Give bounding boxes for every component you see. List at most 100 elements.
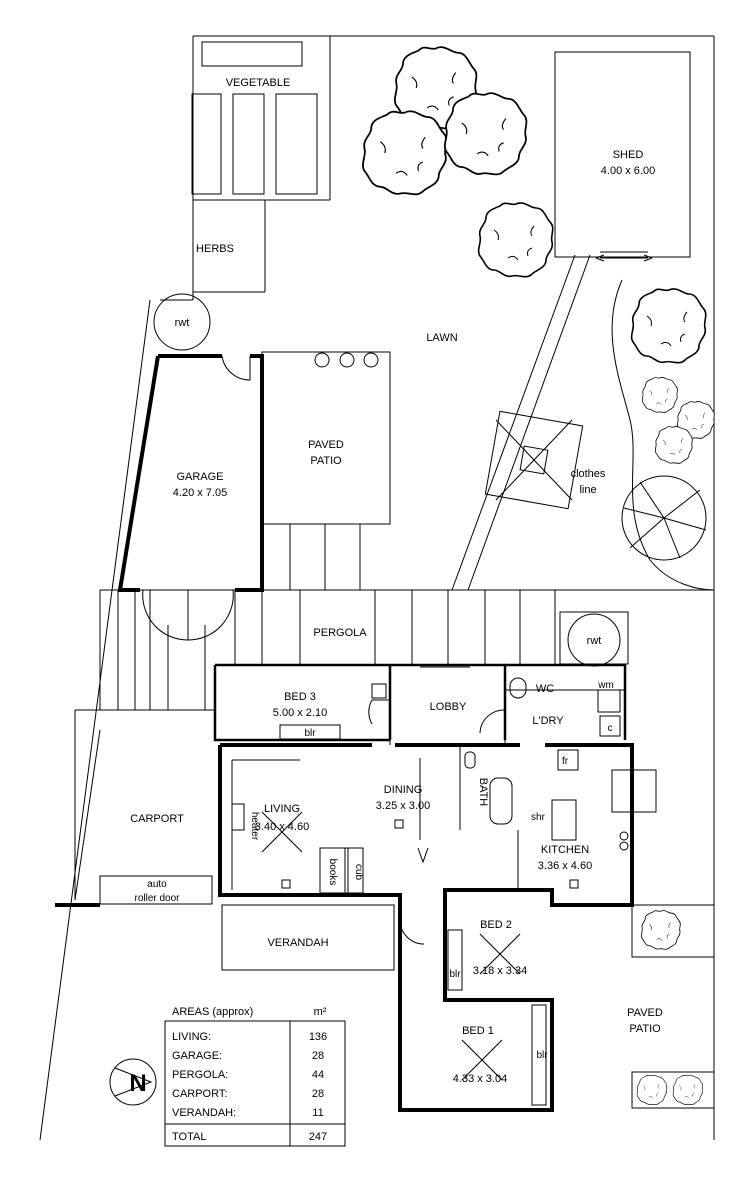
tree-icon	[640, 910, 681, 950]
paved-patio-bottom: PAVED PATIO	[627, 904, 715, 1109]
fridge-label: fr	[562, 756, 569, 767]
bed-3-label: BED 3	[284, 691, 316, 703]
areas-title: AREAS (approx)	[172, 1006, 253, 1018]
bed-1-robe: blr	[536, 1050, 548, 1061]
tree-icon	[477, 202, 554, 278]
herbs-label: HERBS	[196, 243, 234, 255]
bed-2-robe: blr	[449, 969, 461, 980]
tree-icon	[443, 92, 528, 176]
shower-label: shr	[531, 812, 546, 823]
tree-icon	[641, 376, 678, 413]
dining-dimensions: 3.25 x 3.00	[376, 800, 430, 812]
herbs-garden: HERBS	[193, 200, 266, 293]
verandah: VERANDAH	[221, 904, 425, 971]
auto-roller-door-label-2: roller door	[134, 893, 180, 904]
garden-paths	[451, 254, 591, 591]
rwt-right-label: rwt	[587, 635, 602, 647]
wc-laundry: WC wm L'DRY c	[509, 677, 621, 737]
garage-dimensions: 4.20 x 7.05	[173, 487, 227, 499]
door-swing-icon	[221, 355, 251, 381]
areas-total-label: TOTAL	[172, 1131, 206, 1143]
bed-2: BED 2 3.18 x 3.34 blr	[447, 919, 527, 991]
tree-icon	[362, 110, 448, 196]
kitchen-dimensions: 3.36 x 4.60	[538, 860, 592, 872]
areas-unit: m²	[314, 1006, 327, 1018]
light-point-icon	[261, 811, 303, 853]
areas-row-value: 11	[312, 1107, 323, 1119]
dining-label: DINING	[384, 784, 423, 796]
bed-3-dimensions: 5.00 x 2.10	[273, 707, 327, 719]
garage: GARAGE 4.20 x 7.05	[117, 354, 264, 641]
door-swing-icon	[142, 589, 234, 641]
shed: SHED 4.00 x 6.00	[554, 51, 691, 262]
living-dining: DINING 3.25 x 3.00 LIVING 3.40 x 4.60 he…	[231, 758, 430, 894]
auto-roller-door-label-1: auto	[147, 879, 167, 890]
carport: CARPORT auto roller door	[55, 710, 213, 907]
patio-top-label-2: PATIO	[310, 455, 342, 467]
paved-patio-top: PAVED PATIO	[261, 351, 391, 525]
kitchen: fr shr KITCHEN 3.36 x 4.60	[517, 749, 657, 890]
clothes-line-label-1: clothes	[571, 468, 606, 480]
fridge-icon	[557, 749, 579, 771]
bed-2-dimensions: 3.18 x 3.34	[473, 965, 527, 977]
rainwater-tank-right: rwt	[559, 611, 629, 667]
pergola: PERGOLA	[75, 523, 556, 711]
washing-machine-label: wm	[597, 680, 614, 691]
areas-row-label: GARAGE:	[172, 1050, 222, 1062]
door-swing-icon	[368, 699, 373, 725]
areas-row-value: 28	[312, 1088, 324, 1100]
books-label: books	[327, 859, 338, 886]
carport-label: CARPORT	[130, 813, 184, 825]
clothes-line: clothes line	[484, 410, 606, 510]
north-compass-icon: N	[109, 1058, 157, 1106]
wc-label: WC	[536, 683, 554, 695]
areas-table: AREAS (approx) m² LIVING: 136 GARAGE: 28…	[164, 1006, 346, 1147]
vegetable-garden: VEGETABLE	[191, 36, 331, 201]
bath-label: BATH	[477, 778, 489, 807]
tree-icon	[654, 426, 693, 464]
shrub-icon	[636, 1074, 668, 1106]
vegetable-label: VEGETABLE	[226, 77, 291, 89]
heater-label: heater	[249, 812, 260, 841]
door-swing-icon	[399, 919, 425, 945]
rwt-top-label: rwt	[175, 317, 190, 329]
lawn-label: LAWN	[426, 332, 457, 344]
cupboard-label: cub	[353, 864, 364, 881]
areas-row-label: PERGOLA:	[172, 1069, 228, 1081]
bathroom: BATH	[459, 745, 513, 830]
feature-plant	[621, 475, 707, 561]
door-swing-icon	[479, 709, 506, 734]
patio-bottom-label-2: PATIO	[629, 1023, 661, 1035]
patio-top-label-1: PAVED	[308, 439, 344, 451]
sliding-door-arrow-icon	[595, 254, 653, 262]
bathtub-icon	[489, 777, 513, 825]
bed-3-robe: blr	[304, 728, 316, 739]
bed-1: BED 1 4.33 x 3.04 blr	[453, 1004, 548, 1106]
bed-1-dimensions: 4.33 x 3.04	[453, 1073, 507, 1085]
garden-bed-edge	[611, 279, 715, 591]
living-label: LIVING	[264, 803, 300, 815]
bed-2-label: BED 2	[480, 919, 512, 931]
light-point-icon	[479, 933, 521, 975]
pergola-label: PERGOLA	[313, 627, 367, 639]
areas-row-value: 136	[309, 1031, 327, 1043]
lawn-trees	[362, 46, 715, 464]
tree-icon	[630, 287, 707, 364]
bed-3: BED 3 5.00 x 2.10 blr	[273, 683, 387, 740]
lobby-label: LOBBY	[430, 701, 467, 713]
garage-label: GARAGE	[176, 471, 223, 483]
bed-1-label: BED 1	[462, 1025, 494, 1037]
areas-row-label: CARPORT:	[172, 1088, 227, 1100]
toilet-icon	[509, 677, 527, 699]
verandah-label: VERANDAH	[267, 937, 328, 949]
areas-row-value: 44	[312, 1069, 324, 1081]
areas-total-value: 247	[309, 1131, 327, 1143]
clothes-line-label-2: line	[579, 484, 596, 496]
shrub-icon	[672, 1074, 704, 1106]
light-point-icon	[461, 1039, 503, 1081]
lobby: LOBBY	[420, 666, 506, 734]
lot-boundary	[39, 35, 715, 1141]
laundry-cupboard-label: c	[608, 723, 613, 734]
compass-label: N	[129, 1070, 146, 1097]
